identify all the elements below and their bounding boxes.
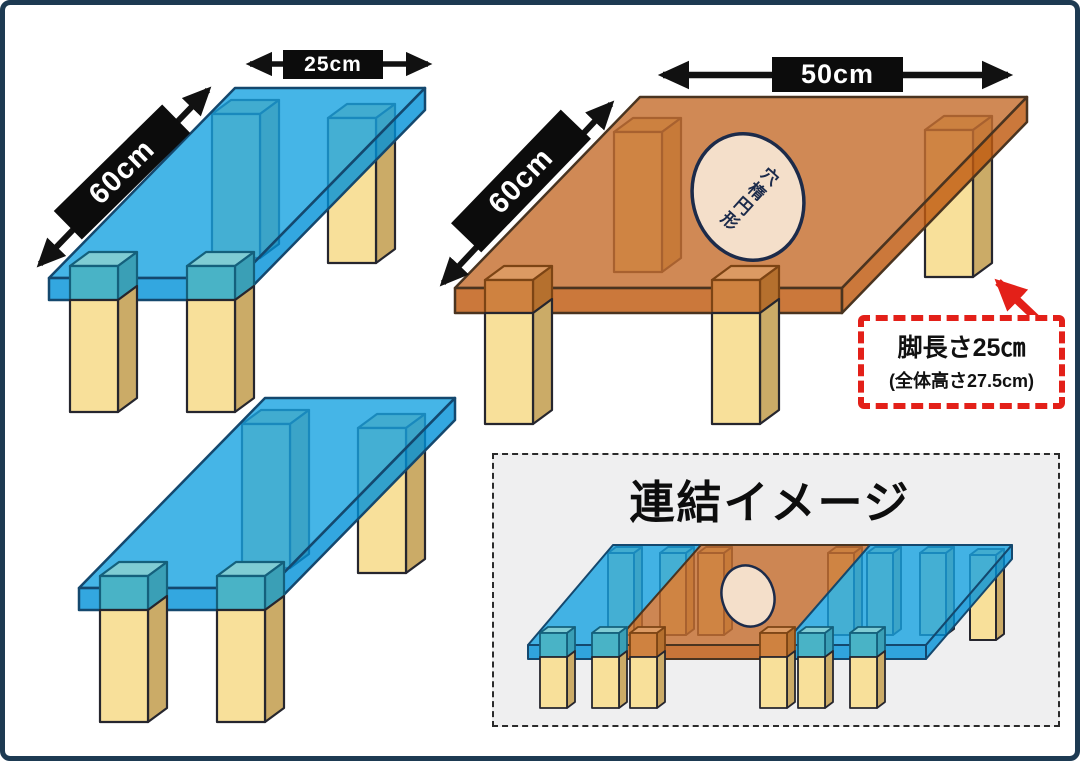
leg-note-arrow <box>994 278 1039 321</box>
composite-front-legs <box>539 626 886 709</box>
dimension-label-small-width: 25cm <box>283 50 383 79</box>
small-table-bottom <box>77 396 457 724</box>
total-height-text: (全体高さ27.5cm) <box>888 371 1035 391</box>
connected-tables-illustration <box>527 544 1013 709</box>
large-table-leg-front-right <box>710 297 781 426</box>
leg-length-note: 脚長さ25㎝ (全体高さ27.5cm) <box>858 315 1065 409</box>
oval-hole <box>690 132 806 262</box>
small-table-top <box>47 86 427 414</box>
leg-length-text: 脚長さ25㎝ <box>897 334 1026 362</box>
large-table-leg-front-right-cap <box>710 264 781 315</box>
large-table-leg-front-left <box>483 297 554 426</box>
connection-panel-title: 連結イメージ <box>629 477 911 528</box>
dimension-label-large-width: 50cm <box>772 57 903 92</box>
composite-oval-hole <box>720 564 776 628</box>
